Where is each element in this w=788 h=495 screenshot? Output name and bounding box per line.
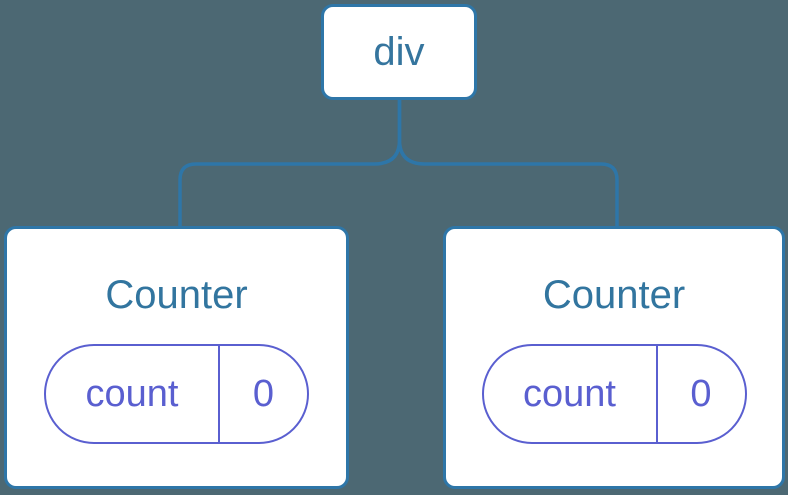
state-value-label: 0 bbox=[252, 373, 275, 415]
counter-title: Counter bbox=[542, 273, 686, 317]
state-key-label: count bbox=[85, 373, 179, 415]
counter-node-right: Counter count 0 bbox=[443, 226, 785, 489]
counter-title: Counter bbox=[105, 273, 248, 317]
state-pill: count 0 bbox=[44, 344, 309, 444]
state-key-label: count bbox=[523, 373, 616, 415]
counter-node-left: Counter count 0 bbox=[4, 226, 349, 489]
state-value-cell: 0 bbox=[658, 346, 745, 442]
state-value-cell: 0 bbox=[220, 346, 307, 442]
state-key-cell: count bbox=[484, 346, 658, 442]
state-pill: count 0 bbox=[481, 344, 747, 444]
connector-left-branch bbox=[178, 100, 402, 226]
state-value-label: 0 bbox=[690, 373, 712, 415]
connector-right-branch bbox=[397, 100, 619, 226]
state-key-cell: count bbox=[46, 346, 220, 442]
root-node-div: div bbox=[321, 4, 477, 100]
root-node-label: div bbox=[373, 30, 425, 74]
